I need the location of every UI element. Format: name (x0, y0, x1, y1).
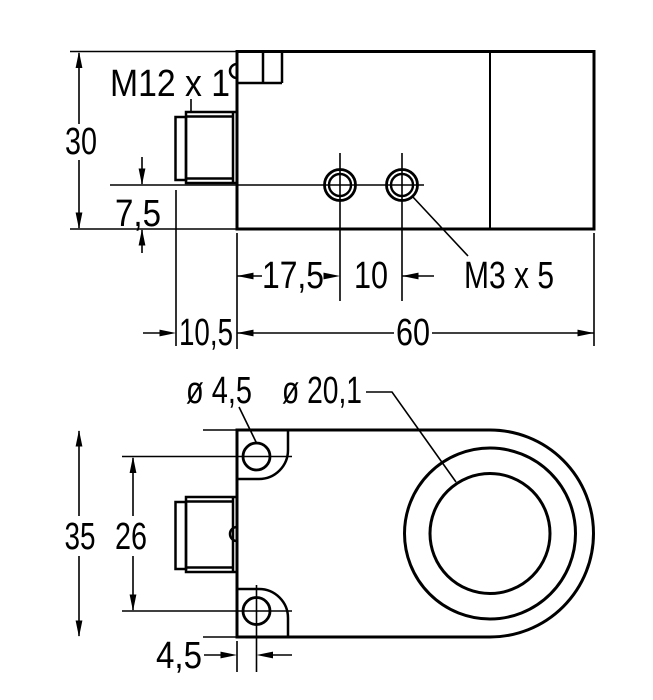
mount-hole-leader (238, 406, 258, 445)
screw-label: M3 x 5 (464, 255, 554, 297)
dim-text-30: 30 (65, 121, 97, 163)
ring-face-circle (403, 446, 577, 621)
dim-text-10-5: 10,5 (179, 312, 233, 354)
dim-height-35: 35 (65, 429, 237, 638)
dim-row-holes: 17,5 10 (237, 255, 434, 297)
dim-text-4-5: 4,5 (156, 635, 202, 677)
dim-text-17-5: 17,5 (262, 255, 324, 297)
dim-text-10: 10 (354, 255, 388, 297)
side-screw-hole-2 (385, 153, 419, 301)
bore-leader (366, 391, 457, 483)
dim-hole-offset-4-5: 4,5 (156, 635, 292, 677)
front-body-outline (235, 428, 595, 639)
dim-text-7-5: 7,5 (115, 193, 161, 235)
side-screw-hole-1 (323, 153, 357, 301)
dim-offset-7-5: 7,5 (115, 157, 161, 253)
front-connector-m12 (174, 495, 239, 574)
side-boss-bump (228, 62, 238, 80)
side-connector-m12 (174, 110, 239, 185)
ring-bore-circle (428, 472, 552, 595)
dim-text-35: 35 (65, 516, 96, 558)
side-body-outline (235, 50, 596, 231)
bore-dia-label: ø 20,1 (282, 370, 362, 412)
thread-label: M12 x 1 (110, 63, 230, 105)
screw-leader (411, 195, 469, 257)
dim-hole-spacing-26: 26 (115, 456, 147, 611)
side-view (110, 50, 596, 301)
front-view (122, 428, 595, 672)
dim-text-60: 60 (396, 312, 430, 354)
side-view-dimensions: M12 x 1 30 7,5 17,5 10 (65, 50, 595, 354)
dim-row-length: 10,5 60 (143, 190, 595, 354)
side-flange-step (237, 51, 284, 85)
dim-height-30: 30 (65, 50, 237, 230)
front-boss-bump (228, 525, 238, 543)
top-ear-outline (237, 430, 290, 481)
front-view-dimensions: ø 4,5 ø 20,1 35 26 (65, 370, 457, 677)
dim-text-26: 26 (115, 516, 147, 558)
mount-hole-dia-label: ø 4,5 (186, 370, 252, 412)
bottom-ear-outline (237, 587, 290, 637)
